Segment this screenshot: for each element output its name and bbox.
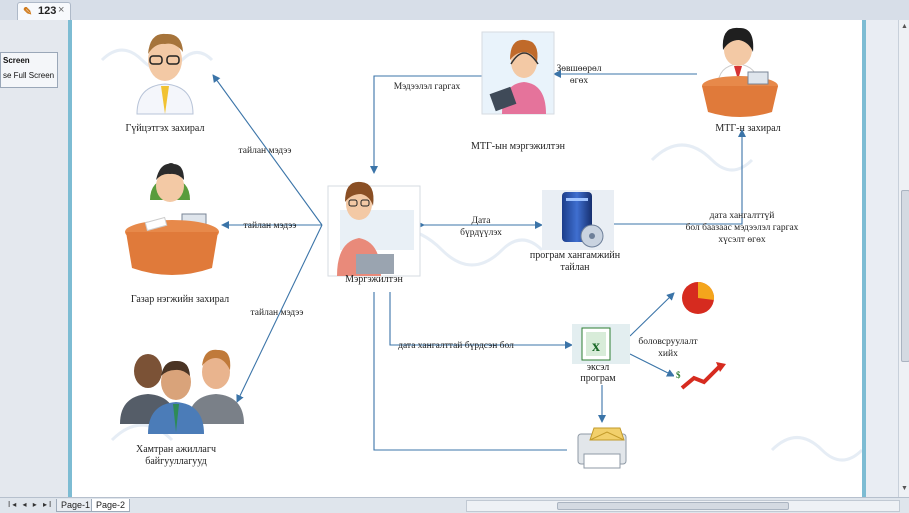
edge-specialist-excel [389, 292, 573, 349]
partners-label-1: Хамтран ажиллагч [136, 444, 216, 455]
page-tab-bar: I◂ ◂ ▸ ▸I Page-1 Page-2 [0, 497, 909, 513]
document-tab-bar: ✎ 123 × [0, 0, 909, 21]
document-tab-label: 123 [38, 5, 57, 17]
excel-label-2: програм [580, 373, 616, 384]
excel-label-1: эксэл [587, 362, 610, 373]
edge-specialist-gen-director [212, 74, 323, 226]
gen-director-label: Гүйцэтгэх захирал [126, 123, 205, 134]
edge-label-permission-2: өгөх [570, 76, 588, 86]
svg-text:x: x [592, 338, 600, 355]
vertical-scroll-thumb[interactable] [901, 190, 909, 362]
person-glasses-icon [136, 33, 194, 115]
left-margin [0, 20, 68, 497]
connectors [212, 70, 746, 451]
pie-chart-icon [682, 281, 715, 314]
edge-specialist-printer [373, 292, 567, 451]
vertical-scrollbar[interactable]: ▲ ▼ [898, 20, 909, 497]
full-screen-title: Screen [3, 56, 30, 65]
scroll-up-icon[interactable]: ▲ [901, 22, 908, 30]
software-label-1: програм хангамжийн [530, 250, 621, 261]
edge-software-mtg-director [614, 129, 746, 225]
full-screen-panel: Screen se Full Screen [0, 52, 58, 88]
svg-text:$: $ [676, 370, 681, 380]
edge-label-processing-1: боловсруулалт [638, 336, 698, 347]
horizontal-scrollbar[interactable] [466, 500, 900, 512]
page-nav-buttons[interactable]: I◂ ◂ ▸ ▸I [8, 500, 54, 509]
edge-labels: тайлан мэдээ тайлан мэдээ тайлан мэдээ Д… [239, 64, 799, 359]
group-people-icon [120, 349, 244, 434]
edge-label-data-enough: дата хангалттай бүрдсэн бол [398, 340, 514, 351]
edge-label-data-2: бүрдүүлэх [460, 227, 502, 238]
software-label-2: тайлан [560, 262, 590, 273]
woman-laptop-icon [327, 181, 421, 277]
edge-label-data-1: Дата [472, 216, 492, 226]
edge-label-info-out: Мэдээлэл гаргах [394, 82, 461, 92]
close-full-screen-button[interactable]: se Full Screen [3, 71, 55, 80]
land-director-label: Газар нэгжийн захирал [131, 294, 229, 305]
excel-icon: x [572, 324, 630, 364]
specialist-label: Мэргэжилтэн [345, 274, 403, 285]
page-tab-1[interactable]: Page-1 [56, 499, 96, 512]
edge-label-request-1: дата хангалттүй [710, 210, 775, 221]
edge-label-processing-2: хийх [658, 348, 678, 359]
edge-label-report-2: тайлан мэдээ [244, 220, 297, 231]
edge-excel-growth [629, 353, 675, 377]
document-icon: ✎ [23, 6, 33, 18]
drawing-page: Гүйцэтгэх захирал Газар нэгжийн захирал … [68, 20, 866, 497]
printer-mail-icon [577, 427, 627, 469]
diagram-canvas: Гүйцэтгэх захирал Газар нэгжийн захирал … [100, 27, 864, 469]
scroll-down-icon[interactable]: ▼ [901, 484, 908, 492]
horizontal-scroll-thumb[interactable] [557, 502, 789, 510]
edge-label-report-1: тайлан мэдээ [239, 145, 292, 156]
page-tab-2[interactable]: Page-2 [91, 499, 131, 512]
server-disk-icon [542, 190, 614, 250]
edge-mtg-specialist-specialist [370, 75, 482, 174]
edge-label-request-2: бол баазаас мэдээлэл гаргах [686, 222, 799, 233]
woman-headset-icon [481, 31, 555, 115]
edge-label-request-3: хүсэлт өгөх [718, 235, 765, 245]
woman-director-icon [702, 27, 778, 117]
close-icon[interactable]: × [58, 4, 65, 16]
edge-label-report-3: тайлан мэдээ [251, 307, 304, 318]
edge-excel-pie [629, 292, 675, 337]
mtg-director-label: МТГ-н захирал [715, 123, 780, 134]
edge-label-permission-1: Зөвшөөрөл [556, 64, 601, 74]
person-desk-icon [125, 163, 219, 275]
edge-specialist-partners [236, 224, 323, 403]
partners-label-2: байгууллагууд [145, 456, 207, 467]
document-tab[interactable]: ✎ 123 × [17, 2, 71, 20]
growth-chart-icon: $ [674, 362, 728, 392]
mtg-specialist-label: МТГ-ын мэргэжилтэн [471, 141, 566, 152]
